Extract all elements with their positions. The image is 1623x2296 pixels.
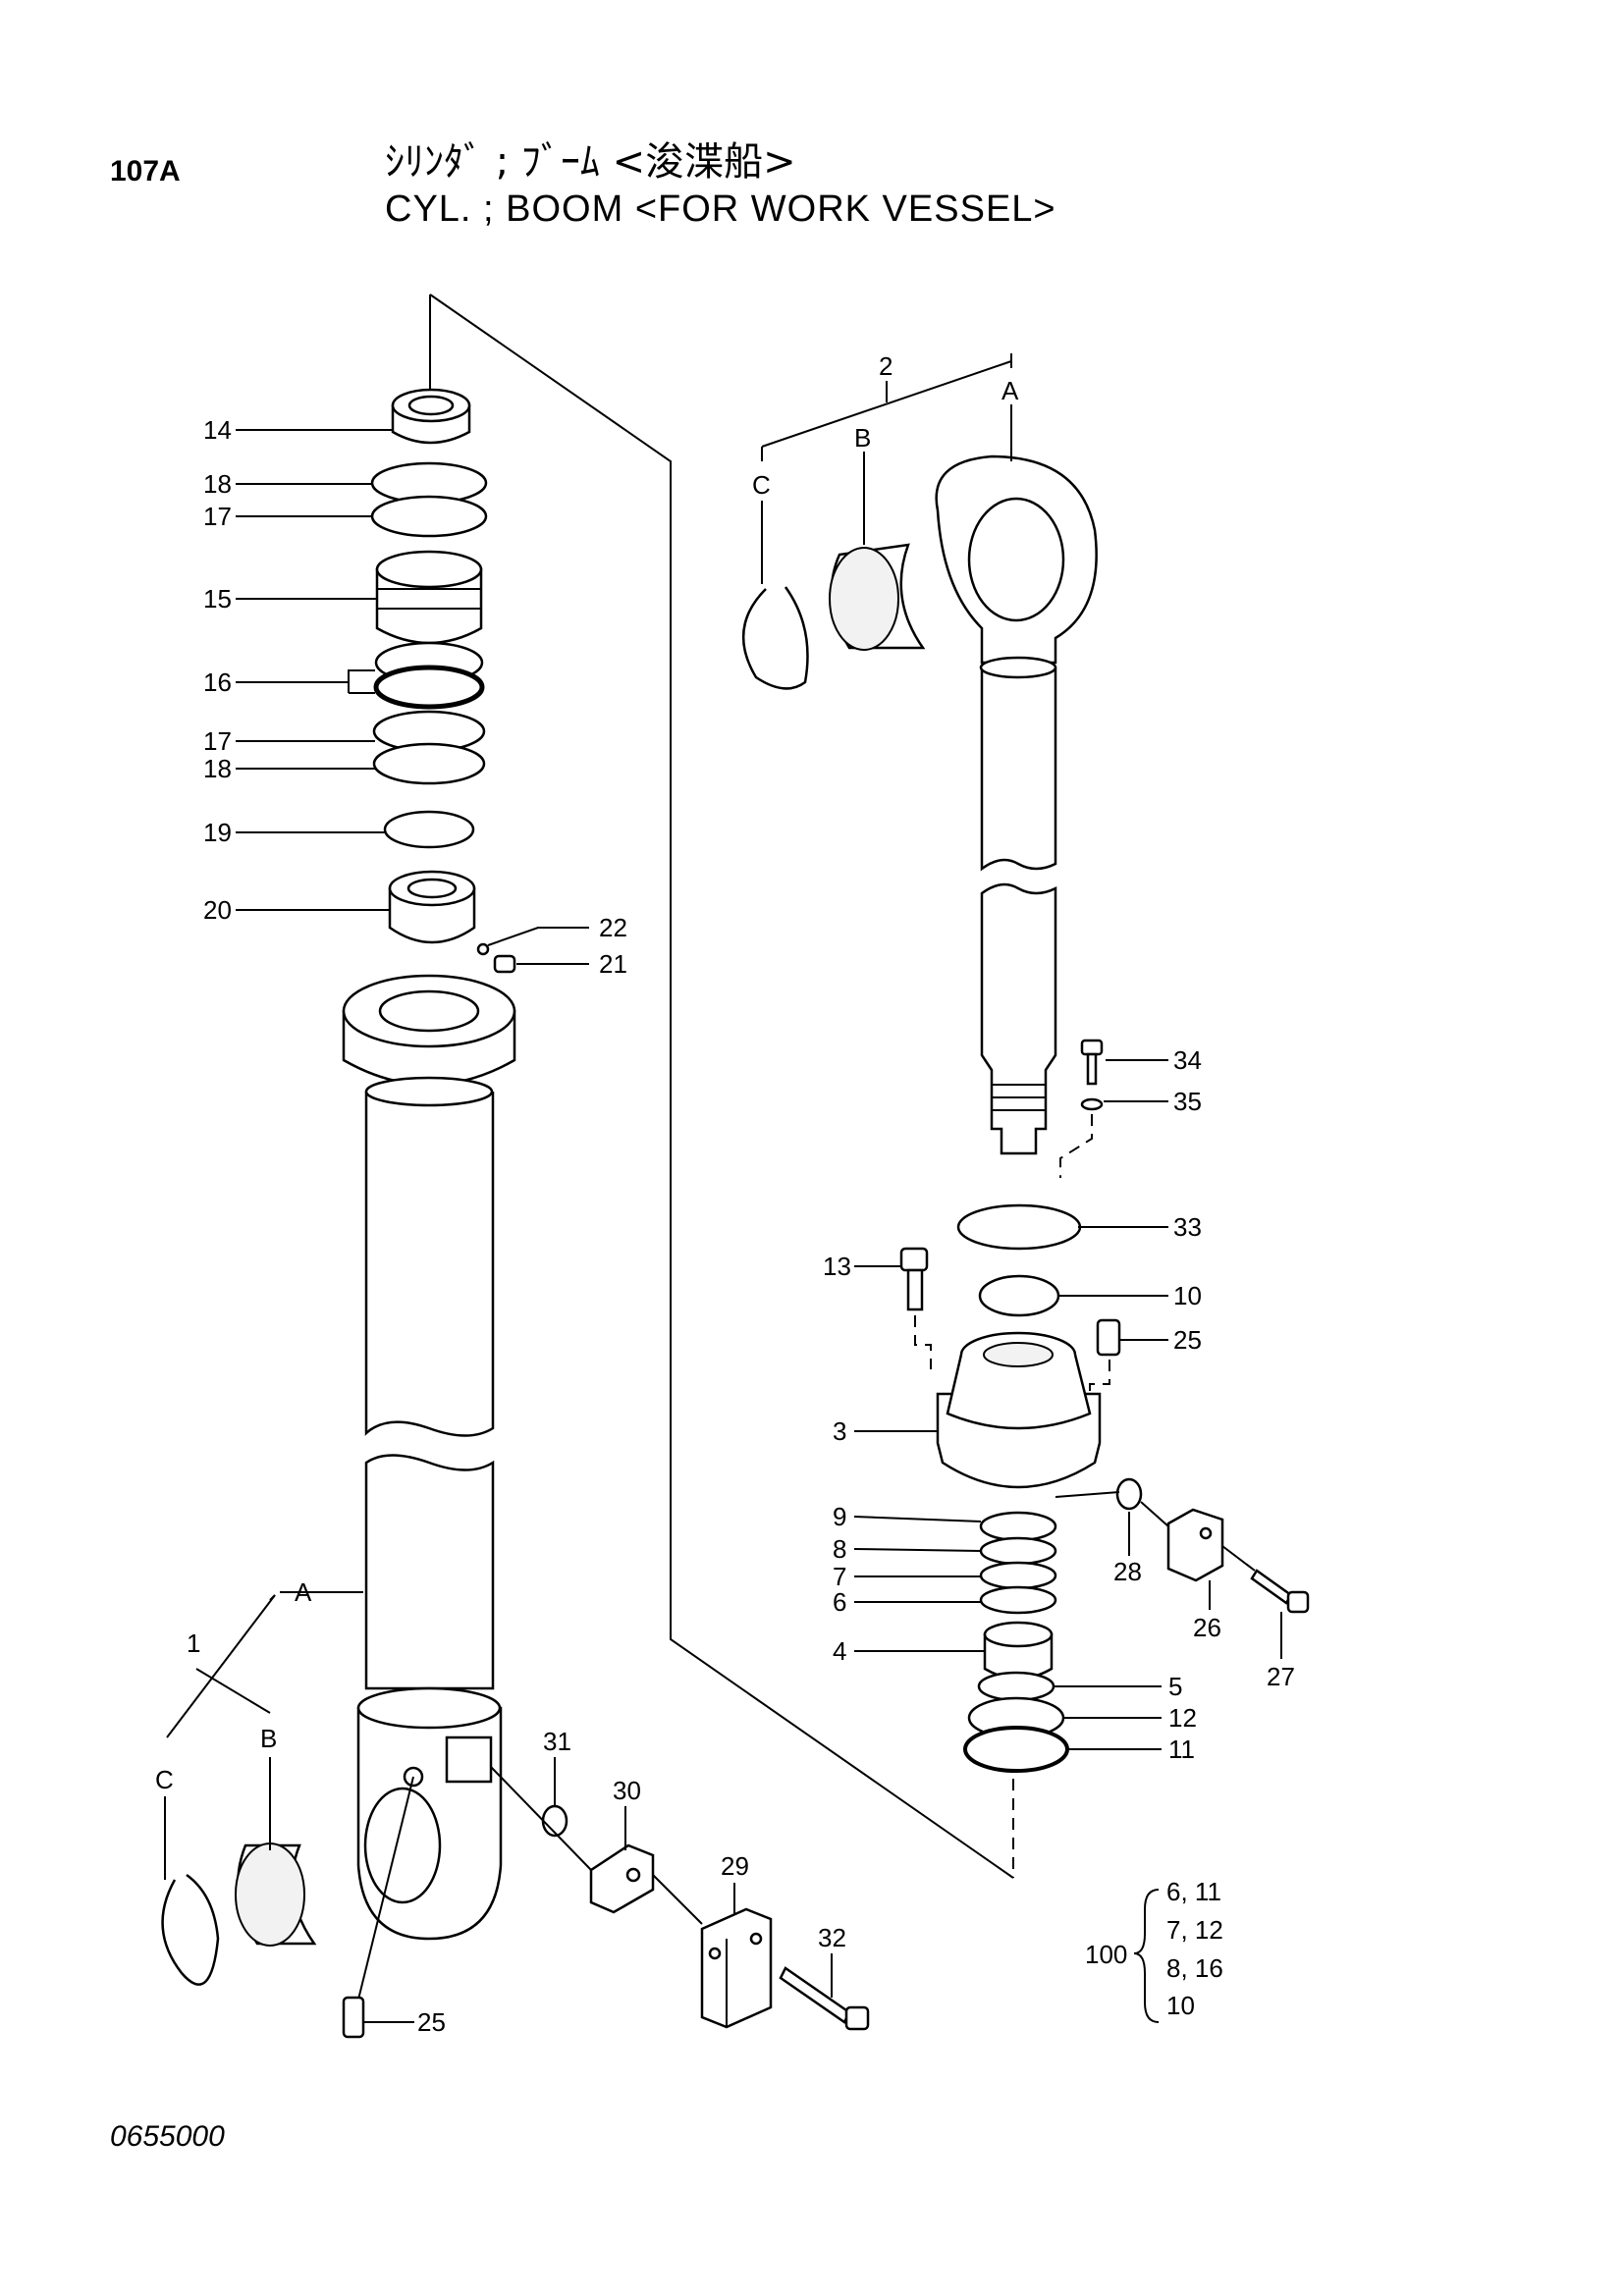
part-25-grease-fitting-left (342, 1776, 414, 2039)
part-5-ring (977, 1671, 1055, 1702)
left-part-C-snap-ring (161, 1873, 220, 1986)
part-32-bolt (779, 1966, 870, 2031)
part-9-ring (979, 1511, 1057, 1542)
callout-labels: 14 18 17 15 16 17 18 19 20 22 21 1 A B C… (155, 351, 1295, 2037)
label-19: 19 (203, 818, 232, 847)
part-30-plate (589, 1843, 655, 1914)
label-4: 4 (833, 1636, 846, 1666)
title-english: CYL. ; BOOM <FOR WORK VESSEL> (385, 188, 1056, 230)
piston-rod-upper (979, 656, 1057, 872)
label-3: 3 (833, 1416, 846, 1446)
part-26-block (1166, 1508, 1224, 1582)
label-27: 27 (1267, 1662, 1295, 1691)
label-31: 31 (543, 1727, 571, 1756)
label-34: 34 (1173, 1045, 1202, 1075)
label-22: 22 (599, 913, 627, 942)
part-16-ring-b (373, 665, 485, 710)
part-14-bushing (391, 388, 471, 445)
label-28: 28 (1113, 1557, 1142, 1586)
kit-line-2: 7, 12 (1166, 1915, 1223, 1945)
label-18: 18 (203, 469, 232, 499)
part-15-piston (375, 550, 483, 645)
label-12: 12 (1168, 1703, 1197, 1733)
part-8-ring (979, 1536, 1057, 1566)
label-B-right: B (854, 423, 871, 453)
title-japanese: ｼﾘﾝﾀﾞ ; ﾌﾞｰﾑ <浚渫船> (385, 139, 796, 185)
label-A-right: A (1001, 376, 1019, 405)
label-26: 26 (1193, 1613, 1221, 1642)
label-1: 1 (187, 1629, 200, 1658)
label-25-left: 25 (417, 2007, 446, 2037)
part-27-bolt (1250, 1569, 1310, 1614)
kit-number: 100 (1085, 1940, 1127, 1969)
label-20: 20 (203, 895, 232, 925)
label-17: 17 (203, 502, 232, 531)
label-33: 33 (1173, 1212, 1202, 1242)
cylinder-tube-upper (364, 1076, 495, 1437)
part-28-o-ring (1115, 1477, 1143, 1511)
label-14: 14 (203, 415, 232, 445)
label-30: 30 (613, 1776, 641, 1805)
label-10: 10 (1173, 1281, 1202, 1310)
label-C-right: C (752, 470, 771, 500)
label-5: 5 (1168, 1672, 1182, 1701)
label-21: 21 (599, 949, 627, 979)
label-2: 2 (879, 351, 893, 381)
part-33-lock-plate (956, 1203, 1082, 1251)
kit-line-1: 6, 11 (1166, 1877, 1221, 1906)
kit-100-legend: 100 6, 11 7, 12 8, 16 10 (1085, 1877, 1223, 2020)
label-13: 13 (823, 1252, 851, 1281)
label-16: 16 (203, 667, 232, 697)
cylinder-tube-lower (364, 1454, 495, 1690)
label-B-left: B (260, 1724, 277, 1753)
label-32: 32 (818, 1923, 846, 1952)
part-6-ring (979, 1585, 1057, 1615)
assembly-outline (429, 294, 1014, 1879)
part-4-bushing (983, 1621, 1054, 1681)
label-6: 6 (833, 1587, 846, 1617)
label-A-left: A (295, 1577, 312, 1607)
label-25-right: 25 (1173, 1325, 1202, 1355)
cylinder-bottom-clevis (356, 1686, 503, 1941)
leader-lines (164, 353, 1282, 2023)
label-C-left: C (155, 1765, 174, 1794)
right-part-A-rod-eye (935, 454, 1098, 665)
label-18: 18 (203, 754, 232, 783)
part-34-bolt (1080, 1039, 1104, 1086)
part-17-ring-upper (370, 495, 488, 538)
part-13-socket-bolt (899, 1247, 929, 1311)
label-8: 8 (833, 1534, 846, 1564)
part-10-o-ring (978, 1274, 1060, 1317)
part-35-washer (1080, 1097, 1104, 1111)
label-15: 15 (203, 584, 232, 614)
label-17: 17 (203, 726, 232, 756)
part-3-rod-cover (936, 1331, 1102, 1489)
part-22-ball (476, 942, 490, 956)
part-11-ring (963, 1726, 1069, 1773)
part-20-nut (388, 870, 476, 944)
kit-line-4: 10 (1166, 1991, 1195, 2020)
part-18-ring-lower (372, 742, 486, 785)
part-7-ring (979, 1561, 1057, 1590)
right-part-C-snap-ring (741, 586, 809, 690)
drawing-number: 0655000 (110, 2120, 225, 2153)
label-7: 7 (833, 1562, 846, 1591)
page-code: 107A (110, 155, 181, 187)
label-35: 35 (1173, 1087, 1202, 1116)
part-29-block (700, 1907, 773, 2029)
part-25-grease-fitting-right (1096, 1318, 1121, 1357)
label-29: 29 (721, 1851, 749, 1881)
part-21-set-screw (493, 954, 516, 974)
label-11: 11 (1168, 1735, 1195, 1764)
right-part-B-bushing (829, 543, 926, 651)
piston-rod-lower (980, 882, 1057, 1155)
part-19-o-ring (383, 810, 475, 849)
left-part-B-bushing (235, 1842, 317, 1947)
kit-line-3: 8, 16 (1166, 1953, 1223, 1983)
cylinder-head-flange (342, 974, 516, 1087)
label-9: 9 (833, 1502, 846, 1531)
